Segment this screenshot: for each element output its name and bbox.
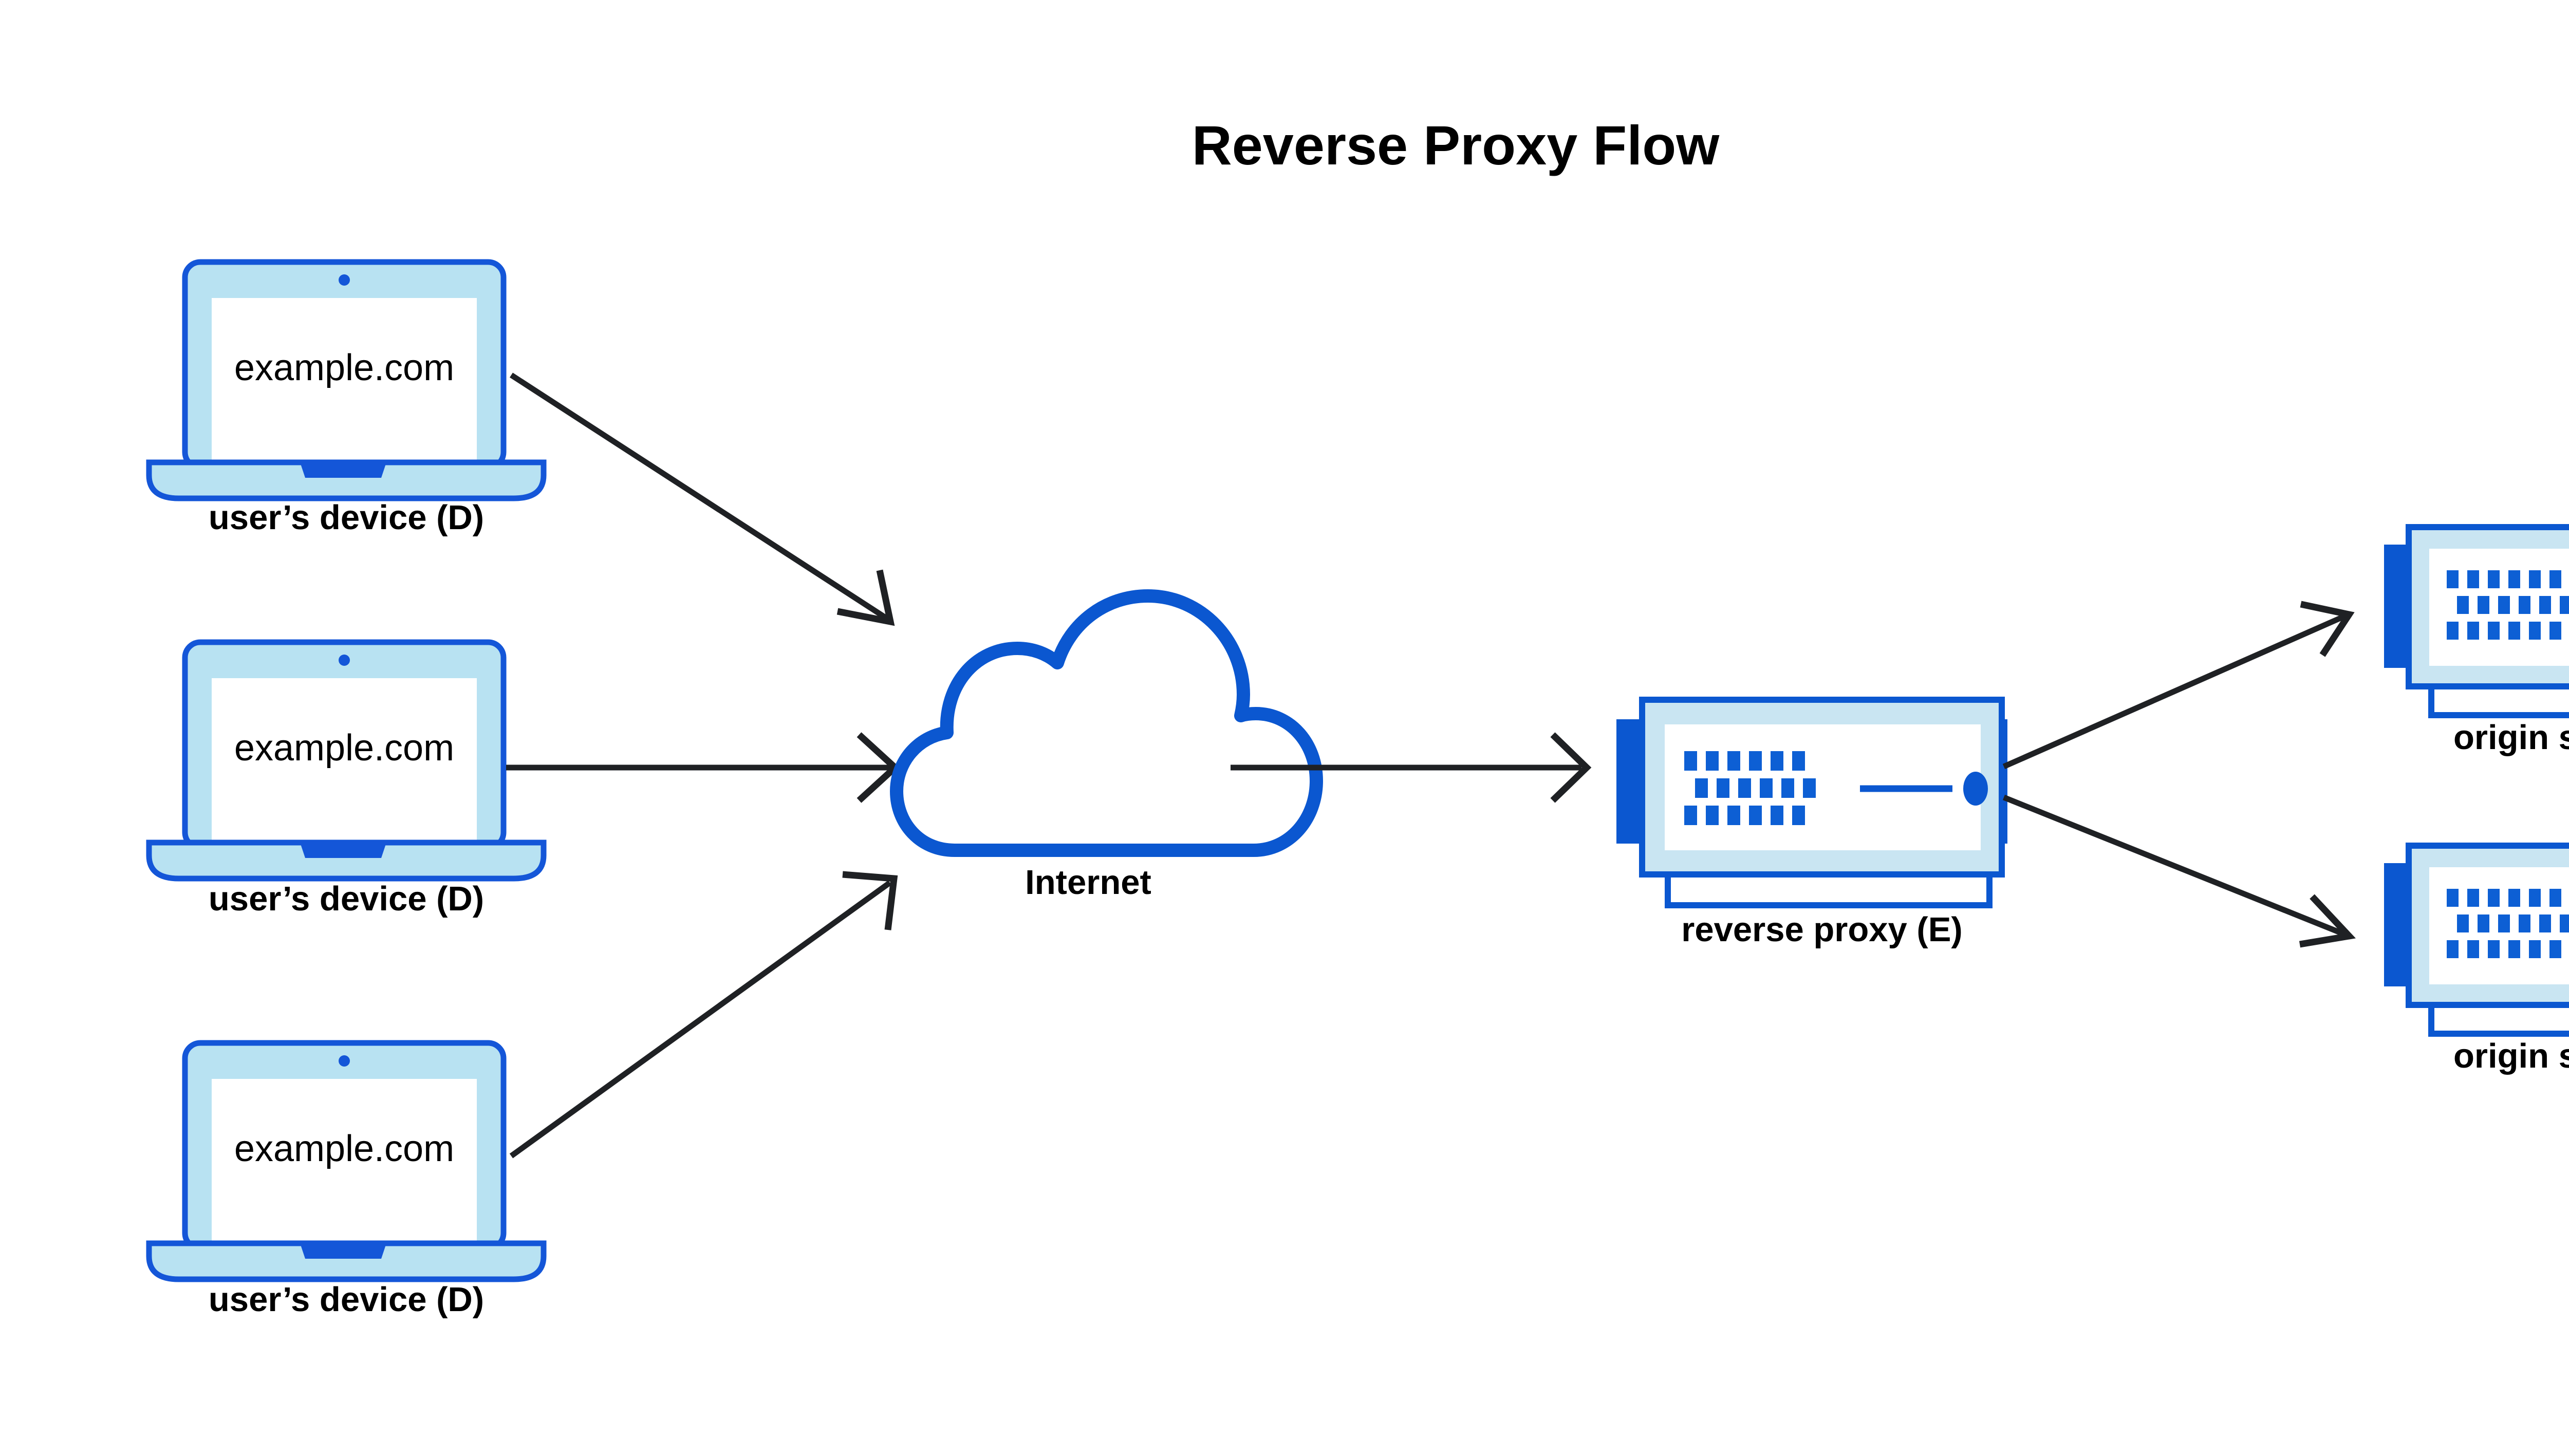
edge-device-bottom-to-internet xyxy=(509,871,898,1159)
origin-bottom[interactable]: origin server (F) xyxy=(2384,843,2569,1075)
laptop-camera-icon xyxy=(339,274,350,286)
server-shelf xyxy=(2428,683,2569,718)
internet-label: Internet xyxy=(1025,863,1151,902)
laptop-base-notch xyxy=(300,462,386,478)
laptop-screen xyxy=(212,1079,477,1243)
laptop-screen xyxy=(212,678,477,843)
laptop-base-notch xyxy=(300,843,386,858)
cloud-icon xyxy=(890,589,1323,857)
edge-internet-to-proxy xyxy=(1231,732,1592,803)
arrowhead-icon xyxy=(842,871,898,930)
arrowhead-icon xyxy=(836,569,895,626)
origin-top-label: origin server (F) xyxy=(2453,718,2569,757)
laptop-camera-icon xyxy=(339,1055,350,1067)
device-top[interactable]: example.com user’s device (D) xyxy=(146,259,547,537)
edge-line xyxy=(2002,613,2345,770)
device-bottom-label: user’s device (D) xyxy=(209,1280,484,1319)
edge-device-top-to-internet xyxy=(510,372,895,626)
server-shelf xyxy=(1665,871,1993,908)
origin-bottom-label: origin server (F) xyxy=(2453,1037,2569,1075)
laptop-screen-text: example.com xyxy=(234,1128,454,1169)
server-led-grid-icon xyxy=(1684,751,1816,825)
page-title: Reverse Proxy Flow xyxy=(1192,114,1720,176)
edge-line xyxy=(2002,794,2345,937)
server-led-grid-icon xyxy=(2447,889,2569,958)
laptop-screen-text: example.com xyxy=(234,727,454,769)
arrowhead-icon xyxy=(2299,894,2356,948)
arrowhead-icon xyxy=(2300,601,2355,657)
edge-line xyxy=(509,880,892,1159)
edge-line xyxy=(510,372,889,622)
origin-top[interactable]: origin server (F) xyxy=(2384,524,2569,757)
laptop-base-notch xyxy=(300,1243,386,1259)
laptop-screen-text: example.com xyxy=(234,347,454,388)
reverse-proxy-label: reverse proxy (E) xyxy=(1681,910,1962,949)
laptop-screen xyxy=(212,298,477,462)
edge-proxy-to-origin-top xyxy=(2002,601,2355,770)
device-middle[interactable]: example.com user’s device (D) xyxy=(146,639,547,918)
device-bottom[interactable]: example.com user’s device (D) xyxy=(146,1040,547,1319)
server-power-indicator-icon xyxy=(1963,772,1988,806)
device-middle-label: user’s device (D) xyxy=(209,880,484,918)
server-led-grid-icon xyxy=(2447,570,2569,640)
edge-proxy-to-origin-bottom xyxy=(2002,794,2356,948)
device-top-label: user’s device (D) xyxy=(209,498,484,537)
edge-device-middle-to-internet xyxy=(506,732,900,803)
laptop-base xyxy=(146,839,547,882)
laptop-base xyxy=(146,459,547,501)
arrowhead-icon xyxy=(1550,732,1592,803)
laptop-base xyxy=(146,1240,547,1282)
reverse-proxy[interactable]: reverse proxy (E) xyxy=(1616,697,2007,949)
internet-cloud[interactable]: Internet xyxy=(890,589,1323,902)
laptop-camera-icon xyxy=(339,655,350,666)
server-shelf xyxy=(2428,1002,2569,1037)
